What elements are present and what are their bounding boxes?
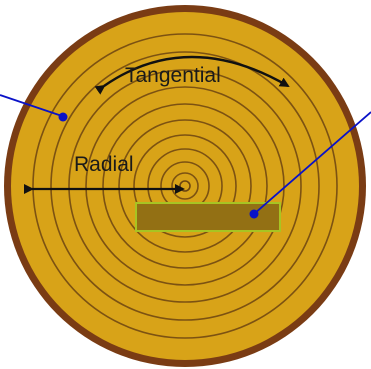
- leader-line-right: [253, 111, 371, 215]
- wood-disc: [11, 12, 359, 360]
- leader-line-left: [0, 94, 63, 117]
- radial-label: Radial: [74, 153, 134, 176]
- tangential-arrow: [94, 55, 290, 95]
- leader-dot-left: [58, 112, 68, 122]
- tangential-label: Tangential: [125, 64, 221, 87]
- leader-dot-right: [249, 209, 259, 219]
- sample-block: [135, 202, 281, 232]
